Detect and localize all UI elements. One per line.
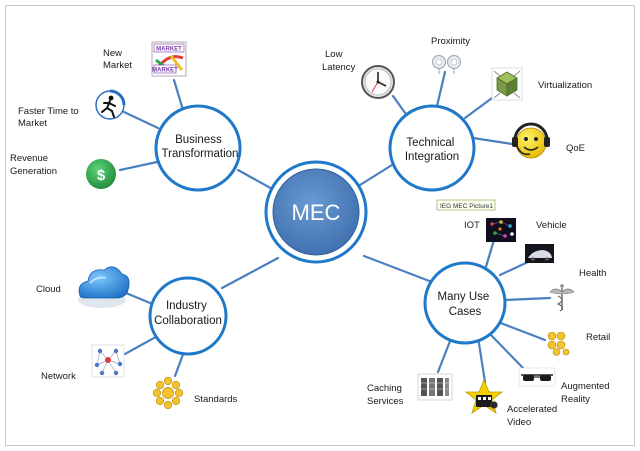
caching-services-label: Caching Services	[367, 383, 405, 407]
connector-center-industry	[220, 256, 280, 290]
new-market-label: New Market	[103, 48, 132, 71]
connector-accelerated	[476, 335, 487, 384]
ar-glasses-icon	[518, 367, 556, 387]
connector-iot	[483, 238, 496, 272]
hub-business: Business Transformation	[154, 104, 242, 192]
retail-icon	[547, 331, 570, 356]
virtualization-label: Virtualization	[538, 80, 592, 91]
proximity-icon	[432, 55, 461, 74]
center-node: MEC	[264, 160, 368, 264]
augmented-reality-label: Augmented Reality	[561, 381, 612, 405]
standards-label: Standards	[194, 394, 238, 405]
vehicle-icon	[525, 244, 554, 263]
connector-vehicle	[498, 260, 530, 277]
standards-icon	[152, 376, 184, 410]
low-latency-label: Low Latency	[322, 49, 356, 73]
accelerated-video-label: Accelerated Video	[507, 404, 560, 428]
connector-low-latency	[391, 94, 410, 119]
connector-center-technical	[358, 163, 394, 187]
hub-technical-label: Technical Integration	[405, 137, 459, 163]
iot-label: IOT	[464, 220, 480, 231]
connector-new-market	[172, 78, 185, 112]
retail-label: Retail	[586, 332, 610, 343]
virtualization-icon	[491, 67, 523, 101]
runner-clock-icon	[95, 89, 126, 120]
qoe-label: QoE	[566, 143, 585, 154]
headset-smiley-icon	[512, 122, 550, 159]
frame-border	[5, 5, 635, 446]
connector-retail	[496, 320, 547, 342]
dollar-coin-icon: $	[86, 159, 116, 189]
hub-technical: Technical Integration	[388, 104, 476, 192]
connector-faster-time	[122, 110, 160, 130]
iot-icon	[486, 218, 516, 242]
center-label: MEC	[292, 200, 341, 225]
svg-text:$: $	[97, 167, 106, 184]
health-label: Health	[579, 268, 606, 279]
cloud-icon	[78, 266, 130, 308]
connector-augmented	[486, 330, 527, 372]
connector-health	[503, 296, 552, 302]
svg-text:IEG MEC Picture1: IEG MEC Picture1	[440, 203, 493, 210]
network-icon	[91, 344, 125, 378]
vehicle-label: Vehicle	[536, 220, 567, 231]
picture-tag: IEG MEC Picture1	[436, 199, 496, 211]
center-connectors	[220, 163, 434, 290]
hub-industry-label: Industry Collaboration	[154, 300, 222, 327]
proximity-label: Proximity	[431, 36, 470, 47]
hub-usecases-label: Many Use Cases	[438, 291, 493, 318]
caching-server-icon	[417, 373, 453, 401]
connector-proximity	[435, 70, 447, 108]
connector-revenue	[118, 160, 159, 172]
hub-industry: Industry Collaboration	[148, 276, 228, 356]
connector-center-usecases	[362, 254, 434, 284]
clock-icon	[361, 65, 395, 99]
svg-text:MARKET: MARKET	[152, 68, 178, 74]
video-star-icon	[464, 378, 504, 414]
cloud-label: Cloud	[36, 284, 61, 295]
connector-caching	[436, 334, 454, 374]
connector-qoe	[471, 136, 514, 146]
hub-business-label: Business Transformation	[162, 134, 239, 160]
revenue-label: Revenue Generation	[10, 153, 57, 177]
market-icon: MARKET MARKET	[151, 41, 187, 77]
connector-cloud	[124, 291, 157, 307]
connector-virtualization	[463, 96, 494, 120]
connector-center-business	[236, 168, 276, 192]
network-label: Network	[41, 371, 76, 382]
faster-time-label: Faster Time to Market	[18, 106, 81, 129]
caduceus-health-icon	[549, 284, 575, 312]
hub-usecases: Many Use Cases	[423, 261, 507, 345]
svg-text:MARKET: MARKET	[156, 47, 182, 53]
